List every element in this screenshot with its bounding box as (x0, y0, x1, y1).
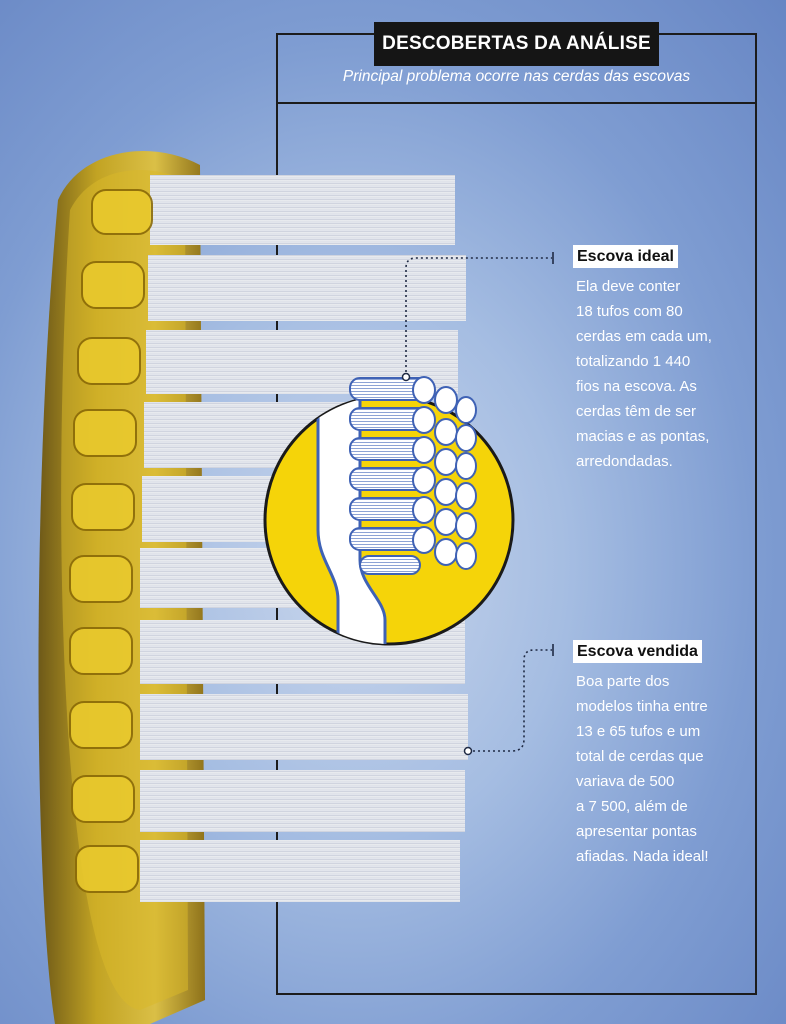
text-line: modelos tinha entre (576, 698, 708, 715)
text-line: arredondadas. (576, 453, 673, 470)
ideal-brush-circle (263, 376, 515, 646)
text-line: apresentar pontas (576, 823, 697, 840)
header-divider (276, 102, 757, 104)
text-line: macias e as pontas, (576, 428, 710, 445)
leader-dots (401, 372, 473, 756)
infographic-title: DESCOBERTAS DA ANÁLISE (374, 22, 659, 66)
ideal-tufts (349, 376, 477, 575)
sold-brush-description: Boa parte dos modelos tinha entre 13 e 6… (576, 669, 766, 869)
text-line: cerdas em cada um, (576, 328, 712, 345)
sold-brush-heading: Escova vendida (573, 640, 702, 663)
text-line: totalizando 1 440 (576, 353, 691, 370)
text-line: total de cerdas que (576, 748, 704, 765)
text-line: Ela deve conter (576, 278, 681, 295)
infographic-subtitle: Principal problema ocorre nas cerdas das… (342, 68, 691, 85)
text-line: a 7 500, além de (576, 798, 688, 815)
text-line: 13 e 65 tufos e um (576, 723, 701, 740)
text-line: fios na escova. As (576, 378, 697, 395)
text-line: cerdas têm de ser (576, 403, 697, 420)
text-line: 18 tufos com 80 (576, 303, 683, 320)
leader-lines (405, 257, 552, 752)
text-line: Boa parte dos (576, 673, 670, 690)
tuft-sockets (69, 189, 153, 893)
ideal-brush-description: Ela deve conter 18 tufos com 80 cerdas e… (576, 274, 766, 474)
text-line: afiadas. Nada ideal! (576, 848, 709, 865)
text-line: variava de 500 (576, 773, 675, 790)
ideal-brush-heading: Escova ideal (573, 245, 678, 268)
